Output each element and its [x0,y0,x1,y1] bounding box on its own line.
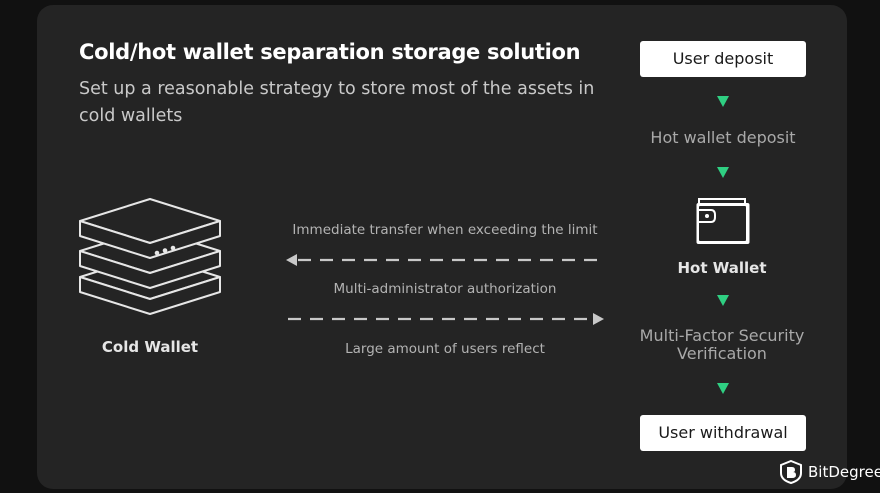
hot-wallet-deposit-label: Hot wallet deposit [650,128,796,147]
mfa-label: Multi-Factor Security Verification [639,326,805,363]
flow-arrow-2 [717,167,729,178]
bitdegree-shield-icon [780,460,802,484]
bottom-arrow-label: Large amount of users reflect [345,341,545,357]
flow-arrow-3 [717,295,729,306]
flow-arrow-4 [717,383,729,394]
right-dashed-arrow [288,313,604,325]
bitdegree-wordmark: BitDegree [808,463,880,481]
diagram-subtitle: Set up a reasonable strategy to store mo… [79,79,595,126]
flow-arrow-1 [717,96,729,107]
diagram-title: Cold/hot wallet separation storage solut… [79,40,581,64]
hot-wallet-label: Hot Wallet [677,259,767,277]
user-withdrawal-box: User withdrawal [640,415,806,451]
left-dashed-arrow [286,254,602,266]
user-deposit-box: User deposit [640,41,806,77]
cold-wallet-stack-icon [79,198,221,315]
top-arrow-label: Immediate transfer when exceeding the li… [292,222,598,238]
middle-arrow-label: Multi-administrator authorization [333,281,557,297]
bitdegree-logo: BitDegree [780,460,880,484]
hot-wallet-icon [696,198,750,244]
cold-wallet-label: Cold Wallet [101,338,199,356]
